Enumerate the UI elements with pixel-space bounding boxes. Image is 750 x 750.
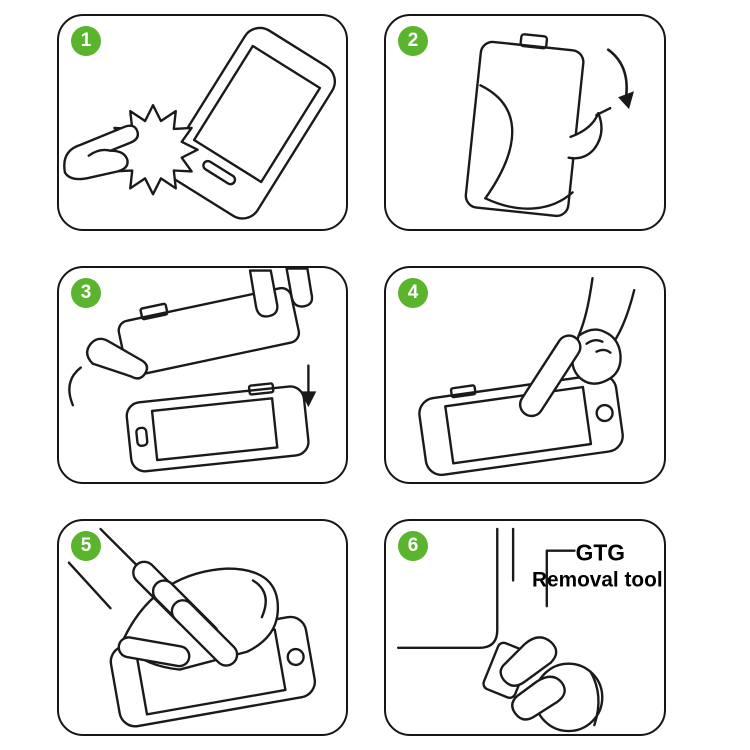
step-number-badge: 1 <box>71 26 101 56</box>
curved-arrow <box>606 48 628 99</box>
thumb <box>511 675 566 721</box>
step-panel-2: 2 <box>384 14 666 231</box>
thumb <box>86 337 149 380</box>
step-panel-3: 3 <box>57 266 348 484</box>
step-number-badge: 5 <box>71 531 101 561</box>
step-panel-6: 6 GTG Removal tool <box>384 519 666 736</box>
step-number-badge: 4 <box>398 278 428 308</box>
film-edge <box>479 84 514 200</box>
illustration-use-removal-tool: GTG Removal tool <box>397 527 663 733</box>
illustration-peel-protective-film <box>464 33 634 218</box>
finger <box>499 636 558 687</box>
phone-outline <box>125 382 310 473</box>
screen-corner <box>397 527 499 649</box>
hand <box>63 124 140 181</box>
wrist <box>589 670 600 727</box>
arrowhead <box>300 391 317 408</box>
fist <box>571 328 622 385</box>
finger <box>248 269 279 318</box>
step-number-badge: 6 <box>398 531 428 561</box>
index-finger <box>518 334 582 418</box>
step-number-badge: 3 <box>71 278 101 308</box>
cleaning-cloth <box>107 103 199 196</box>
wrist <box>99 527 144 572</box>
illustration-clean-screen-with-cloth <box>63 26 337 220</box>
leader-line <box>545 549 576 608</box>
tool-label-line1: GTG <box>576 540 625 566</box>
finger <box>170 599 239 667</box>
step-panel-4: 4 <box>384 266 666 484</box>
arrowhead <box>618 91 634 110</box>
step-number-badge: 2 <box>398 26 428 56</box>
illustration-align-and-place-protector <box>68 268 317 473</box>
film-curl <box>567 111 603 160</box>
wrist <box>577 277 594 337</box>
illustration-press-center-of-screen <box>418 277 636 477</box>
step-panel-5: 5 <box>57 519 348 736</box>
thumb <box>117 636 191 668</box>
phone-outline <box>166 26 337 220</box>
tool-label-line2: Removal tool <box>532 568 663 591</box>
illustration-peel-top-layer <box>67 527 317 728</box>
protector-outline <box>464 33 585 218</box>
finger <box>285 268 314 308</box>
step-panel-1: 1 <box>57 14 348 231</box>
phone-outline <box>418 373 624 477</box>
